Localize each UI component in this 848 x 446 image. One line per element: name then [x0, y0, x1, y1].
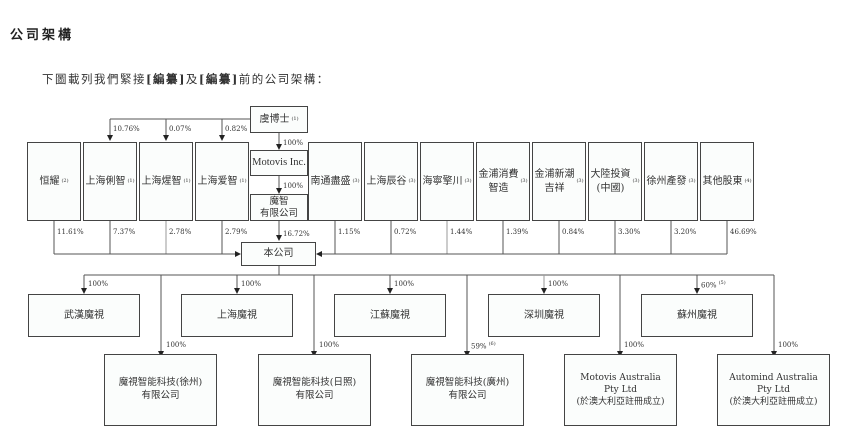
pct-shareholder: 2.78%	[169, 228, 192, 236]
pct-note: (6)	[488, 341, 496, 347]
shareholder-note: (3)	[576, 178, 584, 185]
subsidiary-box: Automind Australia Pty Ltd (於澳大利亞註冊成立)	[717, 354, 830, 426]
pct-subsidiary: 60%(5)	[701, 280, 726, 289]
pct-motovis-mozhi: 100%	[283, 182, 304, 190]
shareholder-note: (1)	[183, 178, 191, 185]
shareholder-note: (1)	[239, 178, 247, 185]
shareholder-box: 上海辰谷(3)	[364, 142, 418, 221]
shareholder-note: (3)	[352, 178, 360, 185]
pct-shareholder: 0.84%	[562, 228, 585, 236]
founder-note: (1)	[291, 116, 299, 123]
shareholder-name: 海寧擎川	[422, 175, 463, 187]
pct-subsidiary: 100%	[319, 341, 340, 349]
pct-subsidiary: 100%	[624, 341, 645, 349]
subsidiary-box: 魔視智能科技(日照) 有限公司	[258, 354, 371, 426]
pct-subsidiary: 100%	[548, 280, 569, 288]
shareholder-name: 上海煋智	[141, 175, 182, 187]
pct-mozhi-company: 16.72%	[283, 230, 310, 238]
shareholder-note: (4)	[744, 178, 752, 185]
shareholder-note: (3)	[632, 178, 640, 185]
subsidiary-box: 江蘇魔視	[334, 294, 446, 337]
pct-subsidiary: 100%	[394, 280, 415, 288]
shareholder-box: 上海俐智(1)	[83, 142, 137, 221]
pct-value: 59%	[471, 342, 487, 351]
shareholder-box: 上海爱智(1)	[195, 142, 249, 221]
pct-founder-holding: 0.82%	[225, 125, 248, 133]
subsidiary-box: 蘇州魔視	[641, 294, 753, 337]
shareholder-name: 金浦新潮 吉祥	[534, 169, 575, 194]
shareholder-box: 海寧擎川(3)	[420, 142, 474, 221]
shareholder-box: 南通盡盛(3)	[308, 142, 362, 221]
shareholder-box: 恒耀(2)	[27, 142, 81, 221]
founder-name: 虞博士	[259, 113, 290, 125]
section-title: 公司架構	[10, 28, 75, 43]
subsidiary-box: 深圳魔視	[488, 294, 600, 337]
pct-shareholder: 0.72%	[394, 228, 417, 236]
shareholder-note: (3)	[464, 178, 472, 185]
pct-shareholder: 1.44%	[450, 228, 473, 236]
pct-subsidiary: 59%(6)	[471, 341, 496, 350]
shareholder-name: 金浦消費 智造	[478, 169, 519, 194]
pct-founder-holding: 10.76%	[113, 125, 140, 133]
shareholder-box: 金浦新潮 吉祥(3)	[532, 142, 586, 221]
shareholder-name: 其他股東	[702, 175, 743, 187]
shareholder-box: 徐州產發(3)	[644, 142, 698, 221]
pct-shareholder: 1.39%	[506, 228, 529, 236]
shareholder-name: 上海爱智	[197, 175, 238, 187]
redacted-1: [編纂]	[146, 72, 186, 86]
motovis-inc-box: Motovis Inc.	[250, 150, 308, 176]
shareholder-name: 上海俐智	[85, 175, 126, 187]
subsidiary-box: 武漢魔視	[28, 294, 140, 337]
pct-subsidiary: 100%	[778, 341, 799, 349]
pct-shareholder: 7.37%	[113, 228, 136, 236]
pct-shareholder: 2.79%	[225, 228, 248, 236]
founder-box: 虞博士(1)	[250, 106, 308, 133]
shareholder-note: (2)	[61, 178, 69, 185]
shareholder-box: 其他股東(4)	[700, 142, 754, 221]
redacted-2: [編纂]	[198, 72, 239, 86]
intro-prefix: 下圖載列我們緊接	[42, 72, 146, 86]
pct-shareholder: 3.30%	[618, 228, 641, 236]
pct-shareholder: 46.69%	[730, 228, 757, 236]
pct-subsidiary: 100%	[241, 280, 262, 288]
intro-text: 下圖載列我們緊接[編纂]及[編纂]前的公司架構：	[42, 71, 330, 87]
shareholder-box: 金浦消費 智造(3)	[476, 142, 530, 221]
shareholder-name: 恒耀	[39, 175, 60, 187]
pct-value: 60%	[701, 281, 717, 290]
subsidiary-box: Motovis Australia Pty Ltd (於澳大利亞註冊成立)	[564, 354, 677, 426]
shareholder-box: 上海煋智(1)	[139, 142, 193, 221]
pct-shareholder: 11.61%	[57, 228, 84, 236]
pct-subsidiary: 100%	[88, 280, 109, 288]
mozhi-box: 魔智 有限公司	[250, 194, 308, 221]
shareholder-note: (3)	[408, 178, 416, 185]
shareholder-note: (3)	[520, 178, 528, 185]
pct-note: (5)	[718, 280, 726, 286]
subsidiary-box: 魔視智能科技(廣州) 有限公司	[411, 354, 524, 426]
pct-shareholder: 1.15%	[338, 228, 361, 236]
subsidiary-box: 上海魔視	[181, 294, 293, 337]
shareholder-name: 大陸投資 (中國)	[590, 169, 631, 194]
pct-subsidiary: 100%	[166, 341, 187, 349]
pct-founder-holding: 0.07%	[169, 125, 192, 133]
pct-shareholder: 3.20%	[674, 228, 697, 236]
shareholder-name: 南通盡盛	[310, 175, 351, 187]
subsidiary-box: 魔視智能科技(徐州) 有限公司	[104, 354, 217, 426]
intro-mid: 及	[185, 72, 199, 86]
pct-founder-motovis: 100%	[283, 139, 304, 147]
shareholder-note: (3)	[688, 178, 696, 185]
shareholder-note: (1)	[127, 178, 135, 185]
intro-suffix: 前的公司架構：	[238, 72, 330, 86]
shareholder-name: 上海辰谷	[366, 175, 407, 187]
company-box: 本公司	[241, 242, 316, 266]
shareholder-box: 大陸投資 (中國)(3)	[588, 142, 642, 221]
shareholder-name: 徐州產發	[646, 175, 687, 187]
